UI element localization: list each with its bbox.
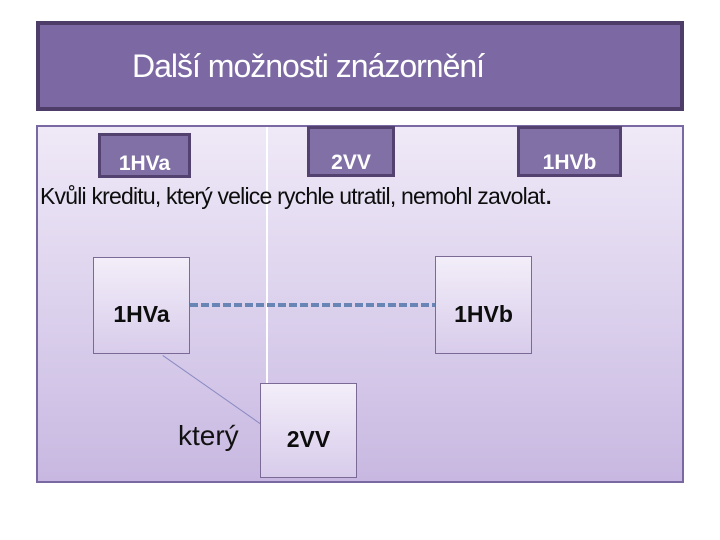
sentence-period: . xyxy=(544,178,553,211)
sentence-text: Kvůli kreditu, který velice rychle utrat… xyxy=(40,183,545,209)
tag-label-1hvb: 1HVb xyxy=(542,150,597,174)
tag-box-1hva: 1HVa xyxy=(98,133,191,178)
dashed-connector-line xyxy=(190,303,435,307)
tag-box-1hvb: 1HVb xyxy=(517,126,622,177)
tag-label-2vv: 2VV xyxy=(331,150,371,174)
vertical-divider-line xyxy=(266,127,268,383)
node-label-1hva: 1HVa xyxy=(113,301,170,327)
example-sentence: Kvůli kreditu, který velice rychle utrat… xyxy=(40,178,688,212)
slide-title: Další možnosti znázornění xyxy=(132,47,485,84)
diagram-node-1hva: 1HVa xyxy=(93,257,190,354)
node-label-2vv: 2VV xyxy=(286,426,331,452)
tag-label-1hva: 1HVa xyxy=(118,151,171,175)
tag-box-2vv: 2VV xyxy=(307,126,395,177)
connector-word-ktery: který xyxy=(178,420,239,451)
diagram-node-2vv: 2VV xyxy=(260,383,357,478)
slide-title-bar: Další možnosti znázornění xyxy=(36,21,684,111)
diagram-node-1hvb: 1HVb xyxy=(435,256,532,354)
node-label-1hvb: 1HVb xyxy=(454,300,513,327)
